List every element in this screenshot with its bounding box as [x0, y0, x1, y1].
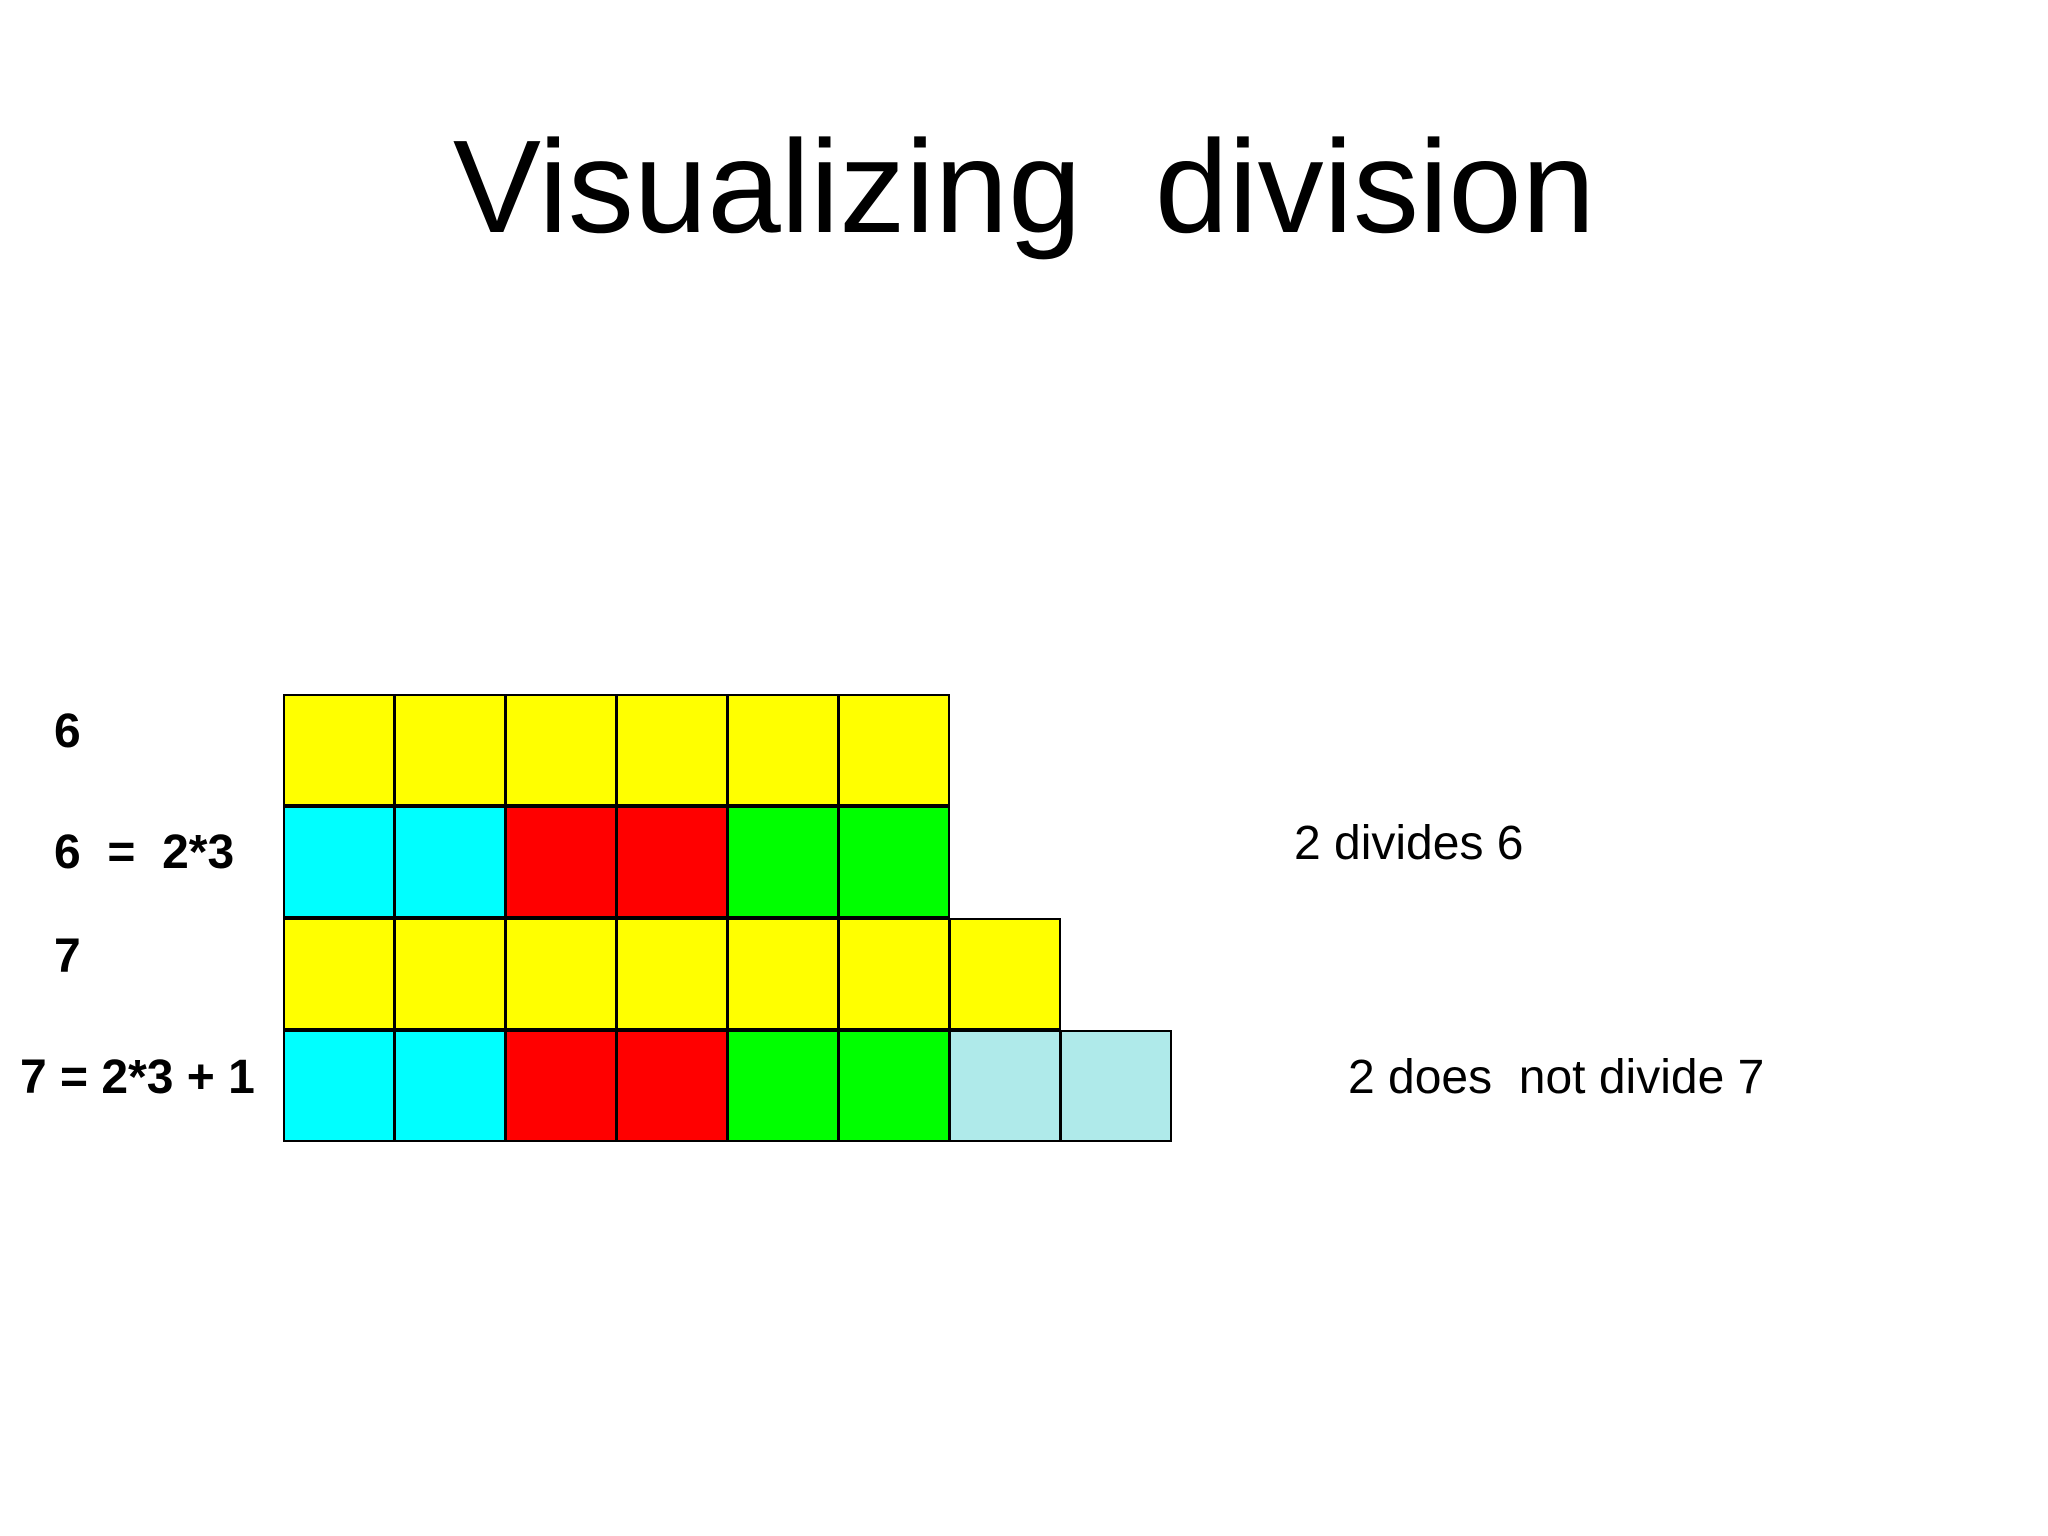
- yellow-unit-square: [283, 918, 395, 1030]
- slide-title: Visualizing division: [452, 113, 1596, 260]
- row-label-7-equals-2x3-plus-1: 7 = 2*3 + 1: [20, 1051, 255, 1104]
- yellow-unit-square: [616, 918, 728, 1030]
- yellow-unit-square: [505, 694, 617, 806]
- yellow-unit-square: [727, 918, 839, 1030]
- row-label-6-equals-2x3: 6 = 2*3: [54, 826, 235, 879]
- block-row-6-grouped: [283, 806, 950, 918]
- cyan-unit-square: [283, 806, 395, 918]
- pale-cyan-unit-square: [949, 1030, 1061, 1142]
- note-2-divides-6: 2 divides 6: [1294, 817, 1524, 870]
- green-unit-square: [727, 806, 839, 918]
- block-row-6: [283, 694, 950, 806]
- yellow-unit-square: [394, 918, 506, 1030]
- cyan-unit-square: [394, 806, 506, 918]
- yellow-unit-square: [283, 694, 395, 806]
- green-unit-square: [838, 806, 950, 918]
- yellow-unit-square: [838, 694, 950, 806]
- cyan-unit-square: [394, 1030, 506, 1142]
- row-label-6: 6: [54, 705, 81, 758]
- red-unit-square: [505, 806, 617, 918]
- note-2-does-not-divide-7: 2 does not divide 7: [1348, 1051, 1765, 1104]
- green-unit-square: [727, 1030, 839, 1142]
- green-unit-square: [838, 1030, 950, 1142]
- yellow-unit-square: [616, 694, 728, 806]
- row-label-7: 7: [54, 930, 81, 983]
- yellow-unit-square: [394, 694, 506, 806]
- yellow-unit-square: [505, 918, 617, 1030]
- yellow-unit-square: [949, 918, 1061, 1030]
- yellow-unit-square: [838, 918, 950, 1030]
- block-row-7: [283, 918, 1061, 1030]
- pale-cyan-unit-square: [1060, 1030, 1172, 1142]
- red-unit-square: [505, 1030, 617, 1142]
- block-row-7-grouped: [283, 1030, 1172, 1142]
- red-unit-square: [616, 1030, 728, 1142]
- cyan-unit-square: [283, 1030, 395, 1142]
- yellow-unit-square: [727, 694, 839, 806]
- red-unit-square: [616, 806, 728, 918]
